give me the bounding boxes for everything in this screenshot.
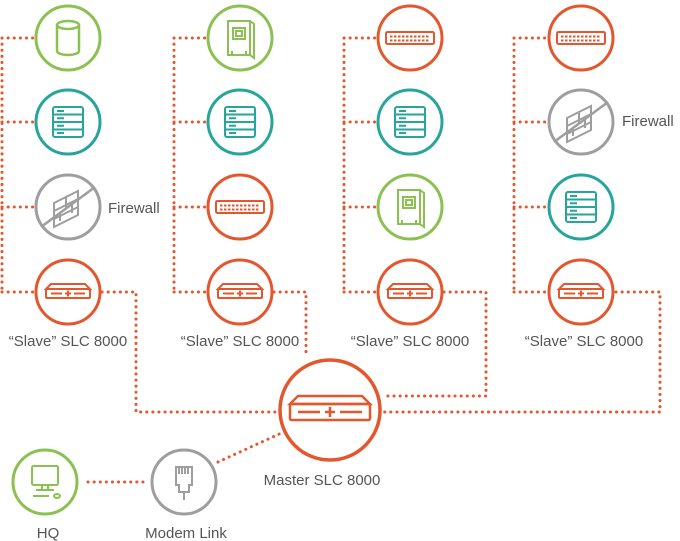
switch-node bbox=[206, 173, 274, 241]
modem-link-label: Modem Link bbox=[145, 525, 227, 541]
slave-slc-label: “Slave” SLC 8000 bbox=[9, 333, 127, 350]
column-4: Firewall “Slave” SLC 8000 bbox=[525, 4, 674, 350]
server-rack-icon bbox=[52, 106, 84, 138]
database-icon bbox=[55, 19, 81, 57]
server-rack-icon bbox=[565, 191, 597, 223]
firewall-icon bbox=[40, 185, 96, 229]
slave-slc-node bbox=[206, 258, 274, 326]
switch-node bbox=[547, 4, 615, 72]
server-node bbox=[34, 88, 102, 156]
power-distribution-icon bbox=[227, 20, 255, 60]
modem-link-node bbox=[150, 448, 218, 516]
network-switch-icon bbox=[385, 31, 435, 45]
firewall-label: Firewall bbox=[622, 113, 674, 130]
power-node bbox=[376, 173, 444, 241]
slave-slc-node bbox=[547, 258, 615, 326]
hq-node bbox=[11, 448, 79, 516]
network-switch-icon bbox=[556, 31, 606, 45]
slc-console-server-icon bbox=[215, 283, 265, 299]
server-rack-icon bbox=[394, 106, 426, 138]
server-node bbox=[376, 88, 444, 156]
network-switch-icon bbox=[215, 200, 265, 214]
ethernet-port-icon bbox=[175, 466, 193, 500]
slave-slc-node bbox=[34, 258, 102, 326]
slc-console-server-icon bbox=[286, 394, 374, 422]
master-slc-label: Master SLC 8000 bbox=[264, 472, 381, 489]
master-slc-node bbox=[278, 358, 382, 462]
slc-console-server-icon bbox=[43, 283, 93, 299]
power-distribution-icon bbox=[397, 189, 425, 229]
slc-console-server-icon bbox=[385, 283, 435, 299]
database-node bbox=[34, 4, 102, 72]
connection-lines bbox=[0, 36, 662, 484]
column-1: Firewall “Slave” SLC 8000 bbox=[9, 4, 160, 350]
firewall-node bbox=[34, 173, 102, 241]
slave-slc-label: “Slave” SLC 8000 bbox=[181, 333, 299, 350]
power-node bbox=[206, 4, 274, 72]
column-2: “Slave” SLC 8000 bbox=[181, 4, 299, 350]
slave-slc-label: “Slave” SLC 8000 bbox=[351, 333, 469, 350]
slc-console-server-icon bbox=[556, 283, 606, 299]
server-rack-icon bbox=[224, 106, 256, 138]
server-node bbox=[547, 173, 615, 241]
computer-icon bbox=[31, 465, 61, 499]
firewall-label: Firewall bbox=[108, 200, 160, 217]
slave-slc-node bbox=[376, 258, 444, 326]
hq-label: HQ bbox=[37, 525, 60, 541]
firewall-node bbox=[547, 88, 615, 156]
switch-node bbox=[376, 4, 444, 72]
column-3: “Slave” SLC 8000 bbox=[351, 4, 469, 350]
firewall-icon bbox=[553, 100, 609, 144]
slave-slc-label: “Slave” SLC 8000 bbox=[525, 333, 643, 350]
server-node bbox=[206, 88, 274, 156]
